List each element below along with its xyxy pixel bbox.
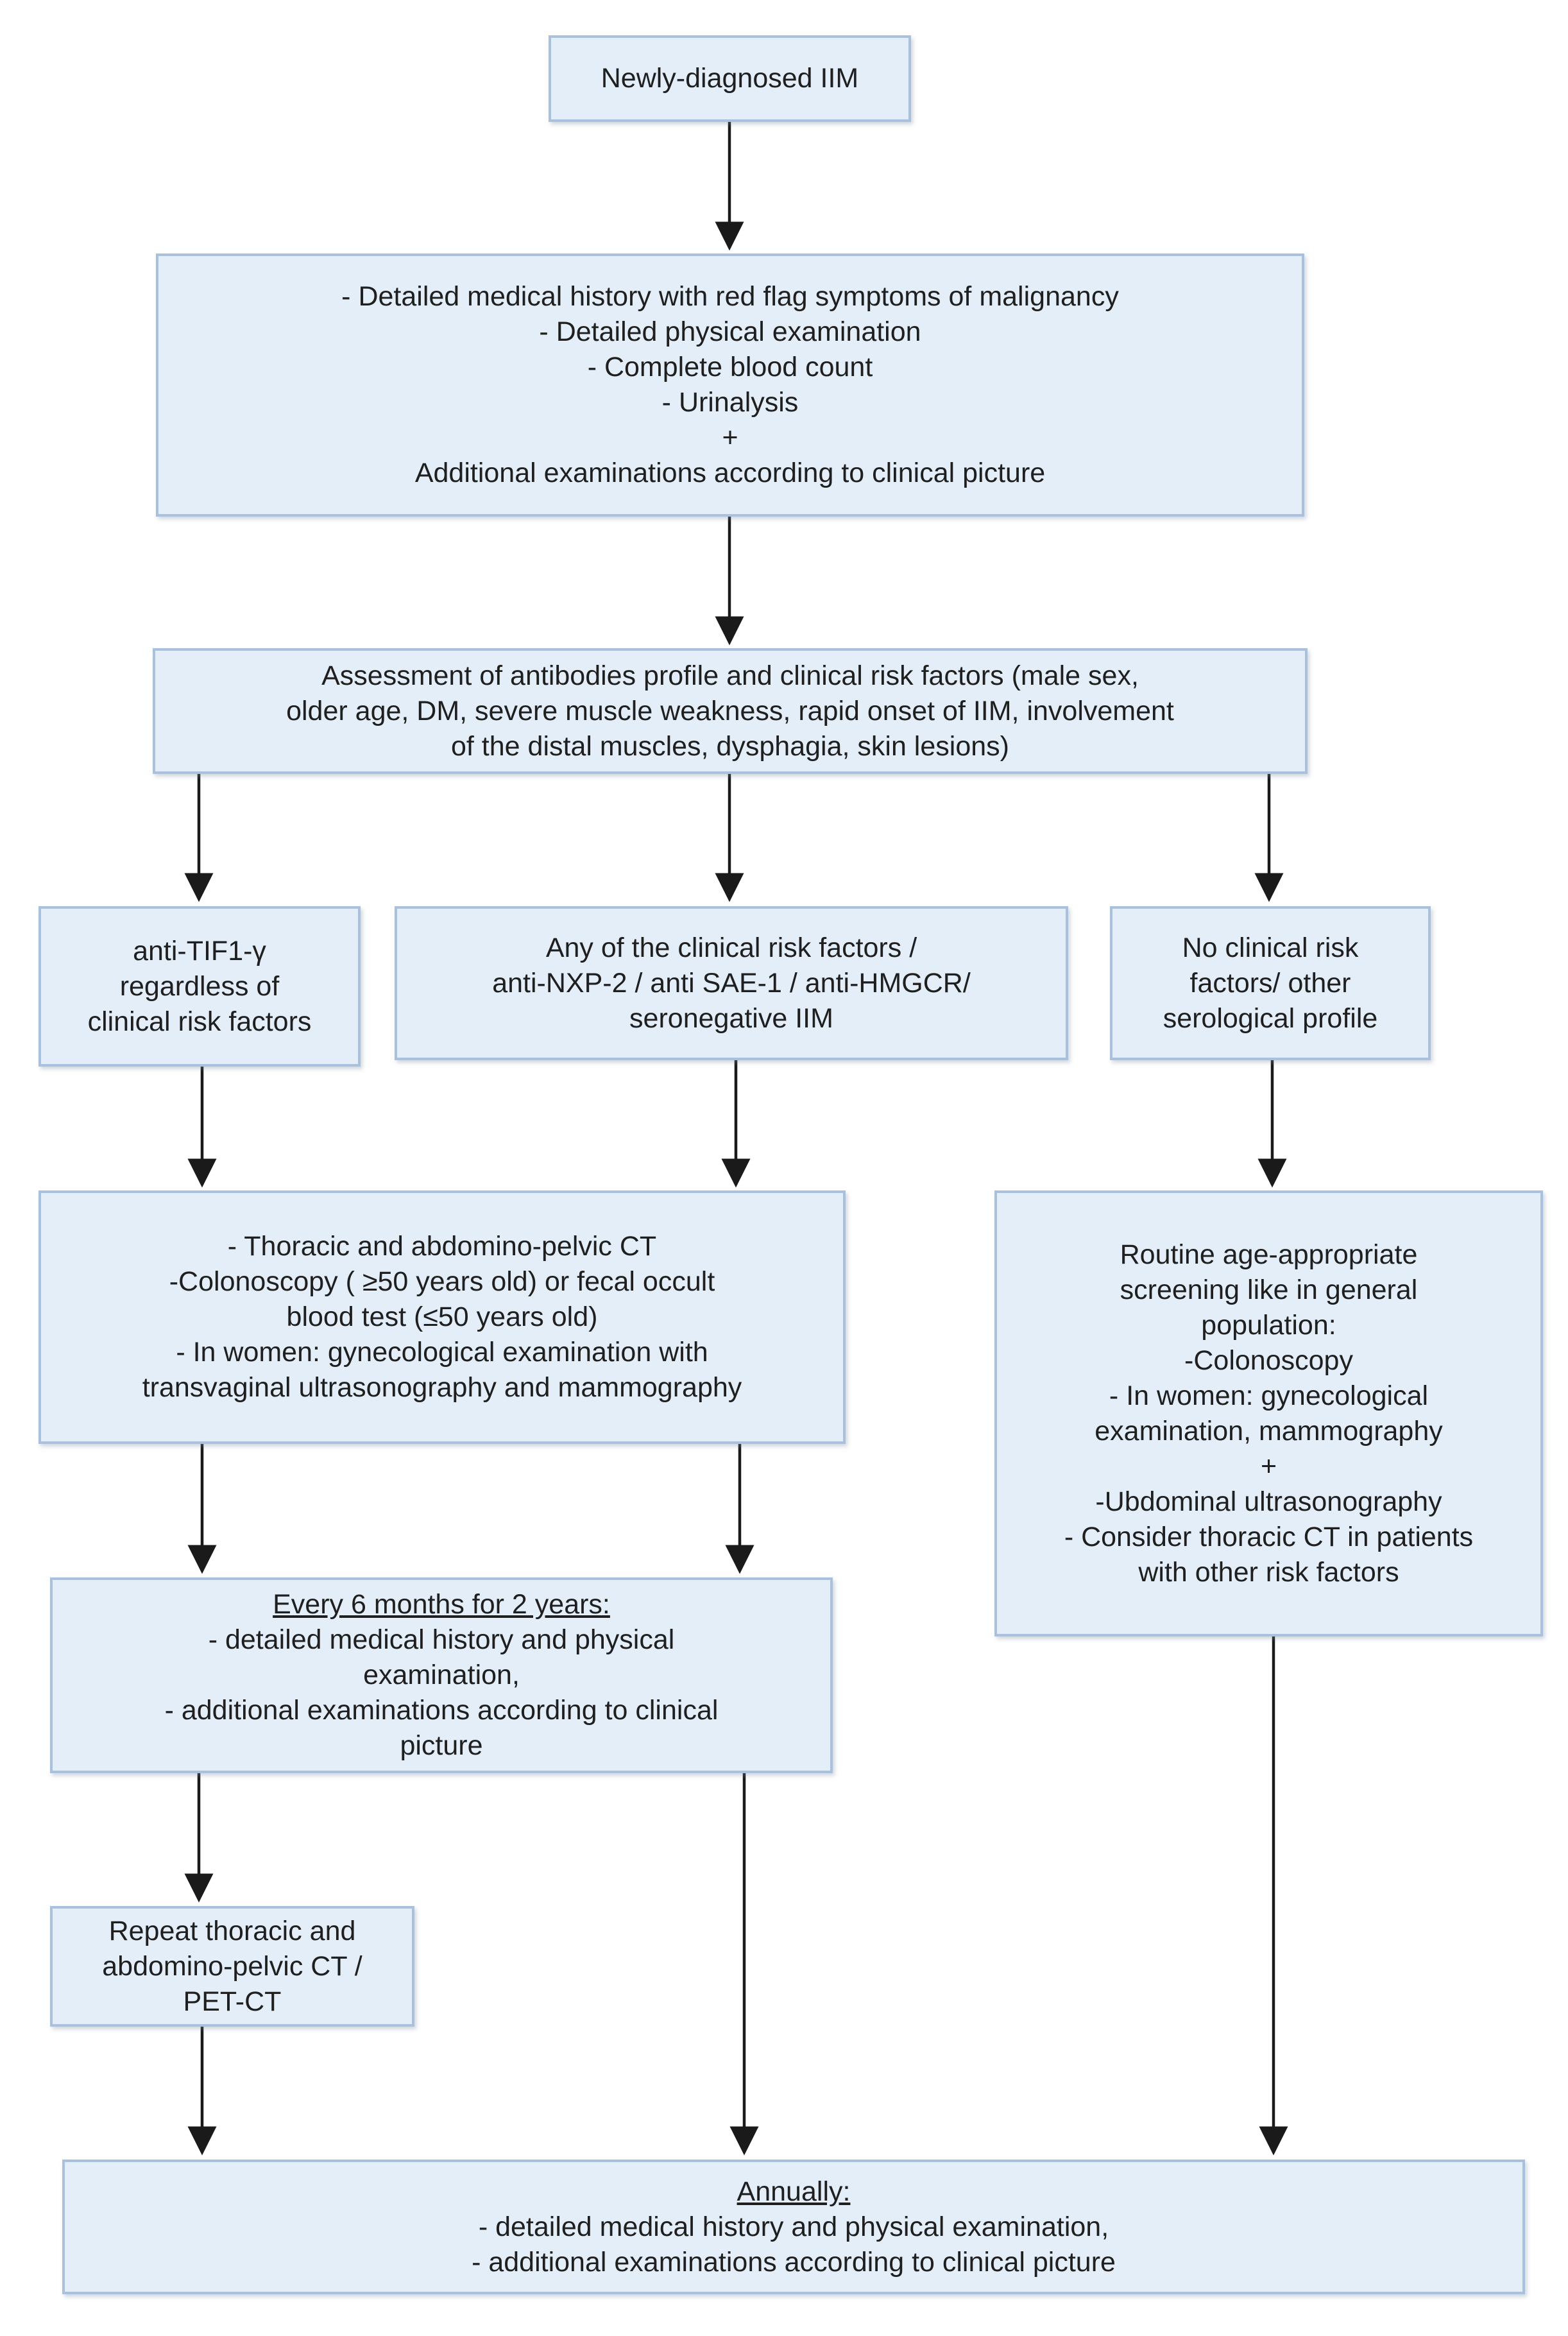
no-risk-line: No clinical risk: [1182, 932, 1359, 963]
routine-screening-line: -Colonoscopy: [1184, 1344, 1353, 1376]
six-months-line: - detailed medical history and physical: [208, 1624, 675, 1655]
anti-tif1-line: clinical risk factors: [87, 1006, 312, 1037]
node-risk-assessment: Assessment of antibodies profile and cli…: [153, 648, 1308, 774]
annually-heading: Annually:: [737, 2176, 851, 2207]
any-risk-line: Any of the clinical risk factors /: [545, 932, 917, 963]
six-months-heading: Every 6 months for 2 years:: [273, 1589, 610, 1620]
node-every-6-months: Every 6 months for 2 years: - detailed me…: [50, 1577, 833, 1773]
node-ct-screening: - Thoracic and abdomino-pelvic CT -Colono…: [38, 1190, 846, 1444]
initial-workup-line: Additional examinations according to cli…: [414, 458, 1046, 488]
anti-tif1-line: anti-TIF1-γ: [133, 935, 266, 966]
start-line: Newly-diagnosed IIM: [601, 63, 859, 94]
node-repeat-ct: Repeat thoracic and abdomino-pelvic CT / P…: [50, 1906, 414, 2027]
routine-screening-line: screening like in general: [1120, 1274, 1418, 1305]
annually-line: - detailed medical history and physical …: [478, 2211, 1109, 2242]
initial-workup-line: +: [722, 422, 738, 453]
node-anti-tif1-gamma: anti-TIF1-γ regardless of clinical risk fa…: [38, 906, 361, 1067]
six-months-line: examination,: [363, 1660, 520, 1690]
six-months-line: picture: [400, 1730, 483, 1761]
no-risk-line: factors/ other: [1189, 967, 1351, 999]
routine-screening-line: -Ubdominal ultrasonography: [1095, 1486, 1442, 1517]
repeat-ct-line: abdomino-pelvic CT /: [102, 1950, 362, 1982]
ct-screening-line: - Thoracic and abdomino-pelvic CT: [227, 1231, 657, 1262]
ct-screening-line: transvaginal ultrasonography and mammogr…: [142, 1372, 742, 1403]
routine-screening-line: - In women: gynecological: [1109, 1380, 1429, 1411]
assessment-line: older age, DM, severe muscle weakness, r…: [286, 695, 1174, 726]
annually-line: - additional examinations according to c…: [472, 2246, 1116, 2278]
routine-screening-line: +: [1260, 1450, 1277, 1482]
any-risk-line: seronegative IIM: [629, 1002, 833, 1034]
routine-screening-line: - Consider thoracic CT in patients: [1064, 1521, 1474, 1552]
routine-screening-line: Routine age-appropriate: [1120, 1239, 1418, 1270]
assessment-line: Assessment of antibodies profile and cli…: [321, 660, 1139, 691]
node-any-risk-factors: Any of the clinical risk factors / anti-N…: [395, 906, 1068, 1060]
node-initial-workup: - Detailed medical history with red flag…: [156, 253, 1304, 517]
ct-screening-line: - In women: gynecological examination wi…: [176, 1337, 708, 1368]
initial-workup-line: - Urinalysis: [661, 387, 799, 418]
no-risk-line: serological profile: [1163, 1002, 1378, 1034]
node-annually: Annually: - detailed medical history and …: [62, 2160, 1525, 2294]
ct-screening-line: -Colonoscopy ( ≥50 years old) or fecal o…: [169, 1266, 715, 1297]
node-newly-diagnosed-iim: Newly-diagnosed IIM: [549, 35, 911, 122]
six-months-line: - additional examinations according to c…: [164, 1695, 719, 1726]
routine-screening-line: with other risk factors: [1138, 1556, 1399, 1588]
repeat-ct-line: PET-CT: [183, 1986, 282, 2017]
node-routine-screening: Routine age-appropriate screening like in…: [994, 1190, 1543, 1636]
routine-screening-line: examination, mammography: [1095, 1415, 1443, 1447]
assessment-line: of the distal muscles, dysphagia, skin l…: [451, 730, 1009, 762]
ct-screening-line: blood test (≤50 years old): [286, 1301, 598, 1332]
any-risk-line: anti-NXP-2 / anti SAE-1 / anti-HMGCR/: [492, 967, 971, 999]
routine-screening-line: population:: [1201, 1309, 1336, 1341]
initial-workup-line: - Detailed medical history with red flag…: [341, 281, 1119, 312]
anti-tif1-line: regardless of: [119, 970, 280, 1002]
repeat-ct-line: Repeat thoracic and: [108, 1915, 356, 1946]
initial-workup-line: - Detailed physical examination: [539, 316, 921, 347]
initial-workup-line: - Complete blood count: [587, 352, 873, 382]
